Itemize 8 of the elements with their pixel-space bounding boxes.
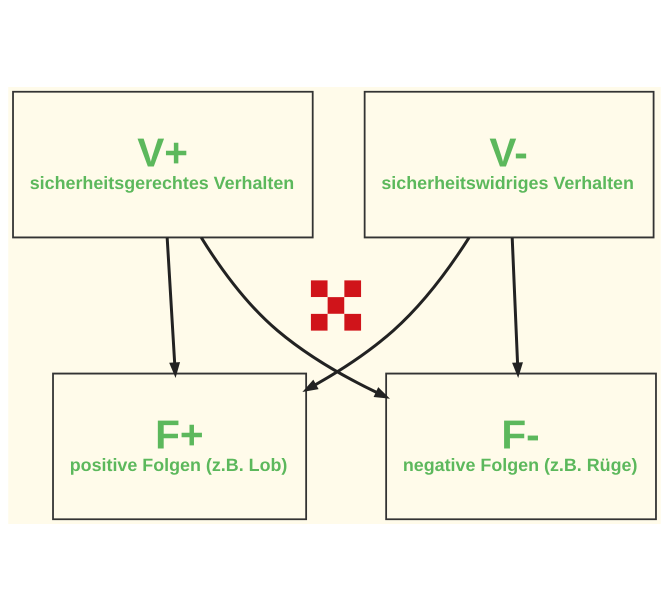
node-box: V+ sicherheitsgerechtes Verhalten bbox=[12, 90, 314, 238]
arrow bbox=[302, 236, 470, 392]
node-box: V- sicherheitswidriges Verhalten bbox=[364, 90, 654, 238]
arrow bbox=[510, 237, 523, 378]
arrow bbox=[200, 236, 390, 398]
node-box: F+ positive Folgen (z.B. Lob) bbox=[52, 372, 308, 520]
arrow bbox=[166, 237, 180, 378]
node-box: F- negative Folgen (z.B. Rüge) bbox=[385, 372, 657, 520]
